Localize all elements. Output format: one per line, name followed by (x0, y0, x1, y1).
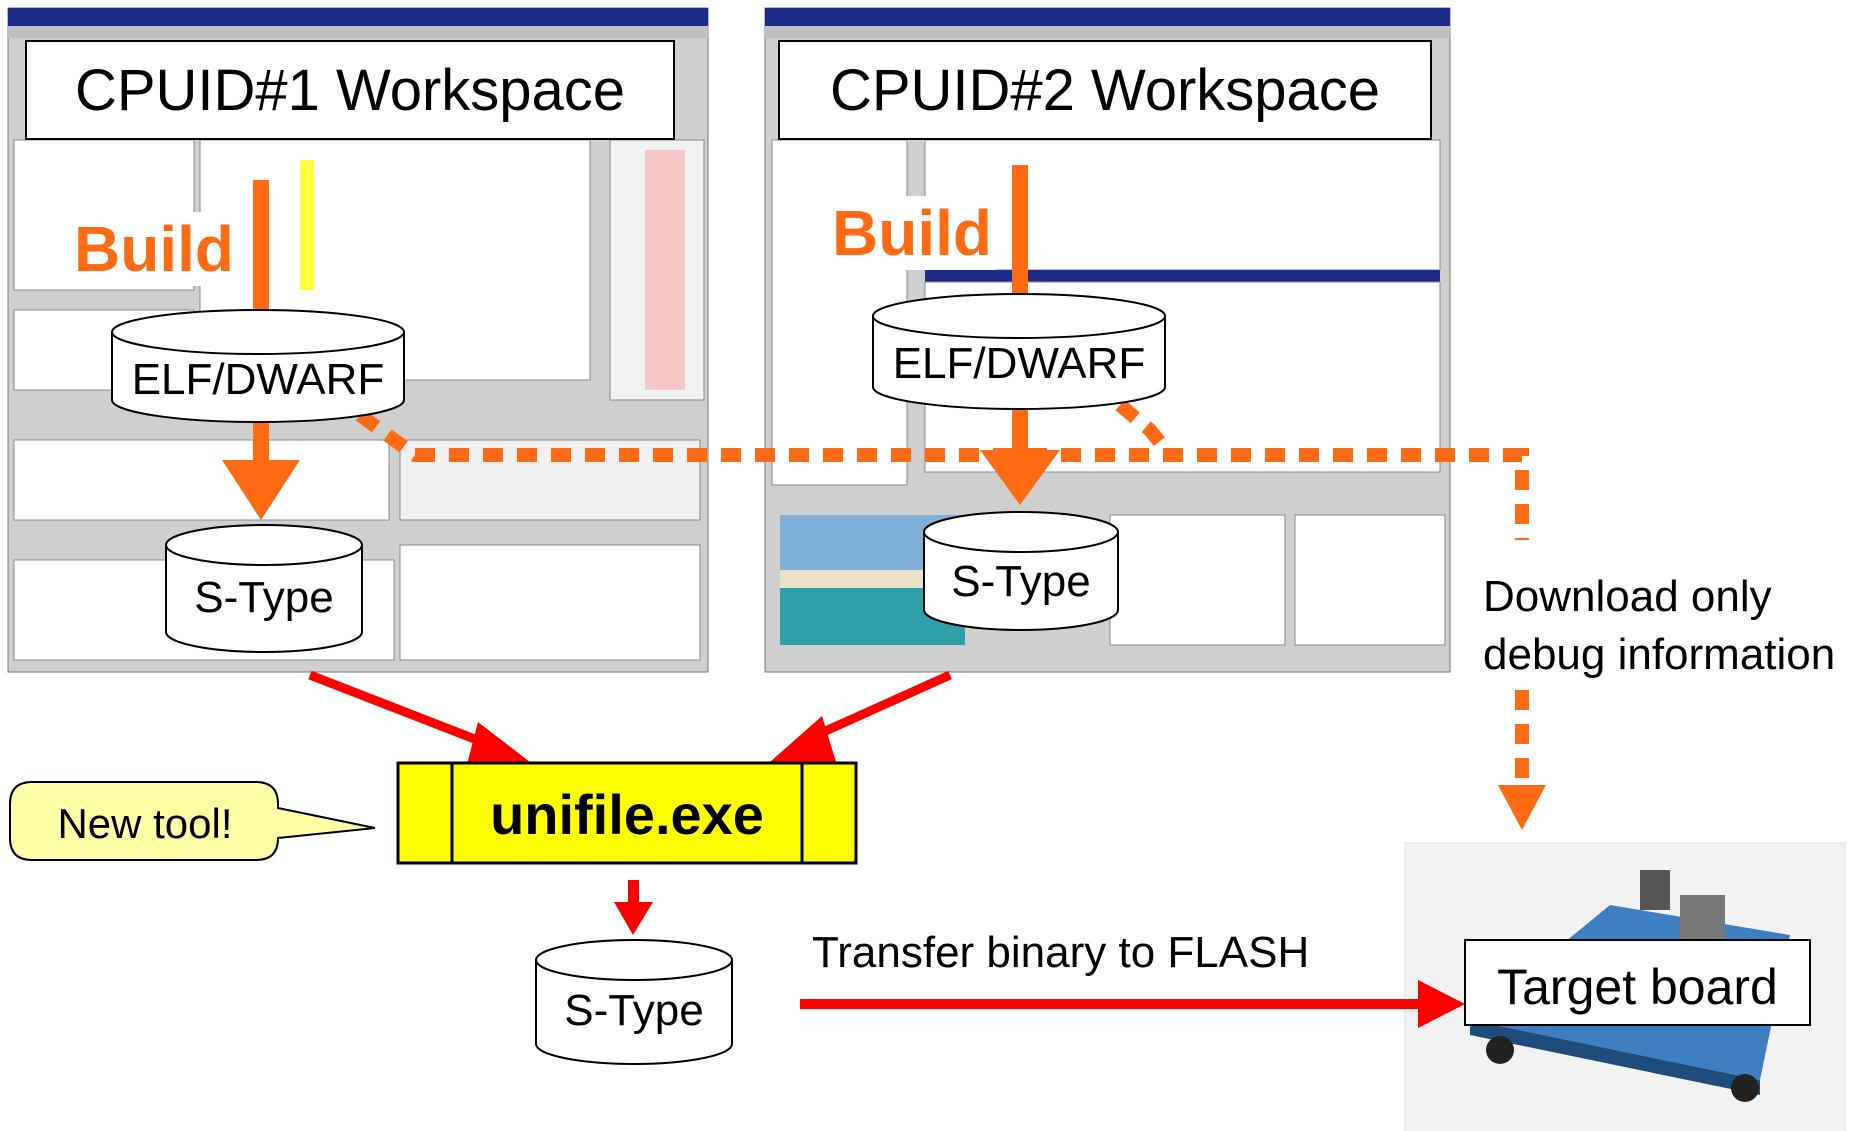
build-label-2: Build (828, 196, 996, 270)
elf-cylinder-2 (872, 293, 1166, 410)
stype-cylinder-2 (923, 511, 1119, 631)
tool-name: unifile.exe (490, 783, 764, 846)
elf-label-2: ELF/DWARF (892, 339, 1146, 388)
download-arrowhead (1498, 785, 1546, 830)
transfer-arrow (800, 980, 1465, 1028)
merge-arrow-1 (308, 670, 530, 768)
target-label-box (1464, 939, 1811, 1026)
stype-label-2: S-Type (951, 557, 1091, 606)
tool-box (396, 761, 858, 865)
build-arrow-1 (222, 180, 300, 520)
stype-cylinder-1 (165, 524, 363, 653)
merge-arrow-2 (770, 670, 952, 762)
output-arrow (614, 880, 653, 935)
download-debug-path (355, 399, 1529, 785)
build-arrow-2 (980, 165, 1060, 505)
elf-label-1: ELF/DWARF (131, 355, 385, 404)
callout-text: New tool! (57, 800, 233, 847)
elf-cylinder-1 (111, 309, 405, 423)
workspace2-title: CPUID#2 Workspace (778, 40, 1432, 140)
callout-bubble (9, 781, 376, 861)
target-board-label: Target board (1497, 959, 1778, 1015)
download-label-line1: Download only (1483, 572, 1772, 621)
transfer-label: Transfer binary to FLASH (812, 928, 1310, 977)
stype-cylinder-output (535, 939, 733, 1065)
stype-label-output: S-Type (564, 986, 704, 1035)
workspace1-title: CPUID#1 Workspace (25, 40, 675, 140)
build-label-1: Build (70, 212, 238, 286)
stype-label-1: S-Type (194, 573, 334, 622)
download-label-line2: debug information (1483, 630, 1836, 679)
